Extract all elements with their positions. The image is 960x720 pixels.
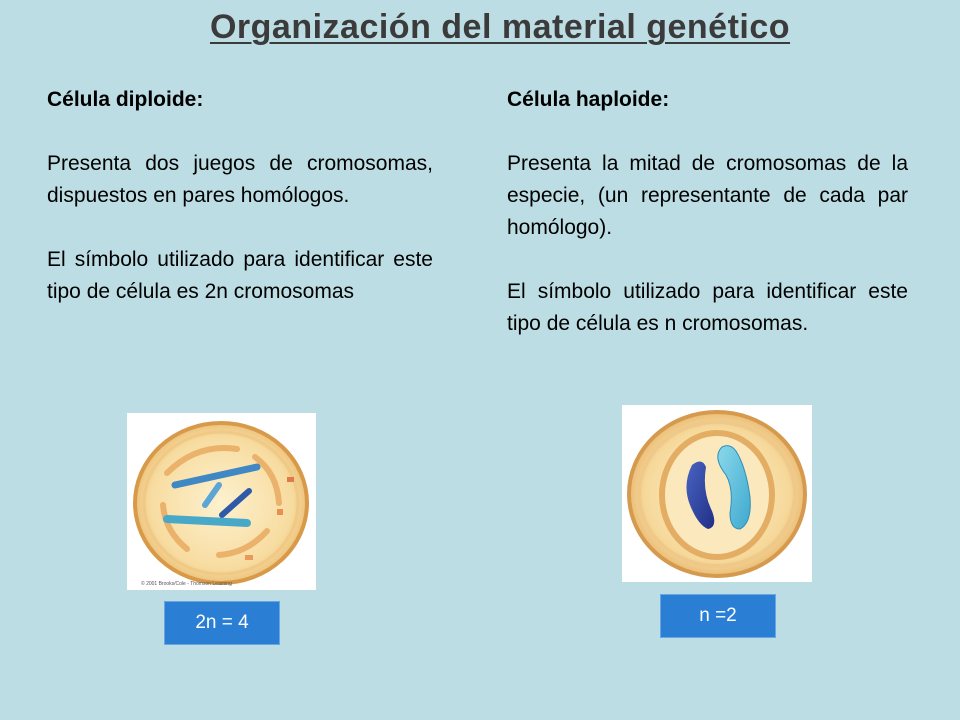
diploid-cell-image: © 2001 Brooks/Cole - Thomson Learning: [127, 413, 316, 590]
diploid-heading: Célula diploide:: [47, 88, 204, 111]
chromosome-1: [171, 463, 261, 489]
haploid-symbol-text: El símbolo utilizado para identificar es…: [507, 280, 908, 335]
chromosome-3: [219, 488, 252, 518]
chromosome-2: [202, 482, 222, 508]
haploid-description: Presenta la mitad de cromosomas de la es…: [507, 152, 908, 239]
diploid-column: Célula diploide: Presenta dos juegos de …: [47, 84, 433, 340]
diploid-description: Presenta dos juegos de cromosomas, dispu…: [47, 152, 433, 207]
chromosome-4: [163, 515, 251, 527]
page-title: Organización del material genético: [209, 8, 791, 46]
diploid-symbol-text: El símbolo utilizado para identificar es…: [47, 248, 433, 303]
haploid-cell-image: [622, 405, 812, 582]
haploid-column: Célula haploide: Presenta la mitad de cr…: [507, 84, 908, 372]
diploid-count-badge: 2n = 4: [164, 601, 280, 645]
haploid-count-badge: n =2: [660, 594, 776, 638]
haploid-cell-illustration: [627, 410, 807, 578]
diploid-cell-illustration: © 2001 Brooks/Cole - Thomson Learning: [133, 421, 309, 587]
haploid-heading: Célula haploide:: [507, 88, 670, 111]
chromosome-light: [717, 445, 751, 530]
figure-credit: © 2001 Brooks/Cole - Thomson Learning: [141, 580, 232, 587]
chromosome-dark: [686, 461, 715, 529]
